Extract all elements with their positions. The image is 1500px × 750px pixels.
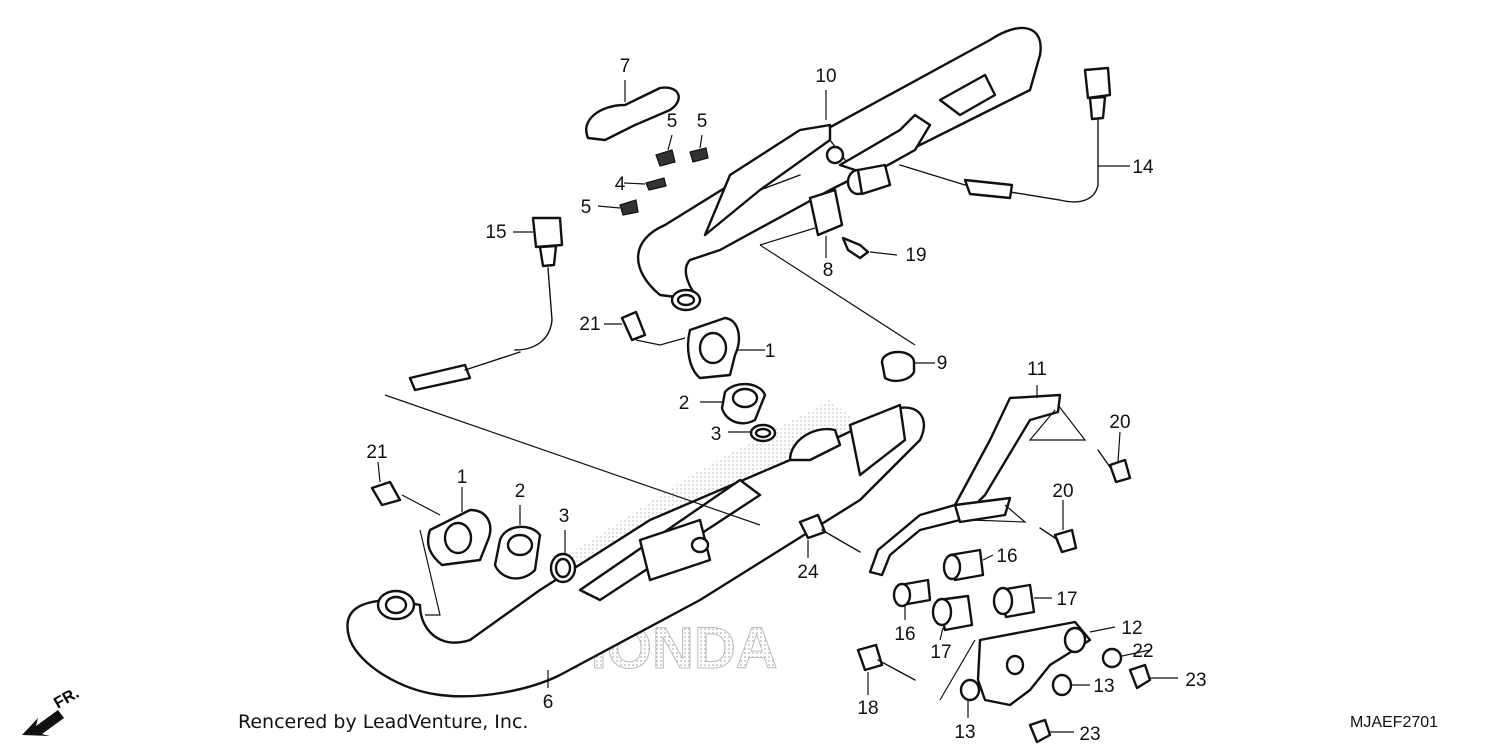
bolts-20 [1039,449,1132,554]
callout-5: 5 [667,111,678,132]
ring-3-lower [549,552,577,584]
clips [619,147,709,216]
callout-2: 2 [515,481,526,502]
bracket-11 [868,393,1062,577]
joint-2-upper [720,382,767,425]
callout-13: 13 [1093,676,1114,697]
nuts-23 [1028,663,1152,744]
clamp-8 [808,163,892,237]
callout-10: 10 [815,66,836,87]
callout-6: 6 [543,692,554,713]
washers-13-22 [959,647,1123,702]
callout-12: 12 [1121,618,1142,639]
callout-20: 20 [1109,412,1130,433]
bolt-18 [856,643,916,681]
callout-11: 11 [1027,359,1047,380]
callout-1: 1 [457,467,468,488]
callout-9: 9 [937,353,948,374]
callout-5: 5 [697,111,708,132]
callout-15: 15 [485,222,506,243]
collar-9 [880,350,916,383]
upper-muffler [636,26,1042,312]
callout-18: 18 [857,698,878,719]
heat-shield [585,86,680,142]
credit-text: Rencered by LeadVenture, Inc. [238,711,529,733]
bolt-21-lower [370,480,402,507]
callout-2: 2 [679,393,690,414]
callout-19: 19 [905,245,926,266]
bolt-19 [841,236,870,260]
callout-8: 8 [823,260,834,281]
collars-17 [931,583,1036,632]
bolt-21-upper [620,310,647,342]
callout-16: 16 [996,546,1017,567]
joint-2-lower [493,525,542,580]
o2-sensor-15 [408,216,564,392]
callout-24: 24 [797,562,819,583]
leader-lines [377,80,1178,733]
callout-5: 5 [581,197,592,218]
callout-7: 7 [620,56,631,77]
callout-22: 22 [1132,641,1153,662]
collars-16 [892,548,985,608]
callout-3: 3 [711,424,722,445]
callout-23: 23 [1185,670,1206,691]
callout-3: 3 [559,506,570,527]
o2-sensor-14 [899,66,1112,203]
callout-20: 20 [1052,481,1073,502]
gasket-1-lower [426,508,492,567]
callout-1: 1 [765,341,776,362]
bracket-12 [976,620,1092,707]
ring-3-upper [749,423,777,443]
bolt-24 [798,513,861,553]
callout-23: 23 [1079,724,1100,745]
callout-4: 4 [615,174,626,195]
front-direction-arrow [22,710,64,736]
callout-21: 21 [366,442,387,463]
gasket-1-upper [686,316,741,380]
callout-21: 21 [579,314,600,335]
callout-16: 16 [894,624,915,645]
callout-13: 13 [954,722,975,743]
callout-17: 17 [930,642,951,663]
callout-17: 17 [1056,589,1077,610]
diagram-code: MJAEF2701 [1350,714,1439,731]
callout-14: 14 [1132,157,1154,178]
